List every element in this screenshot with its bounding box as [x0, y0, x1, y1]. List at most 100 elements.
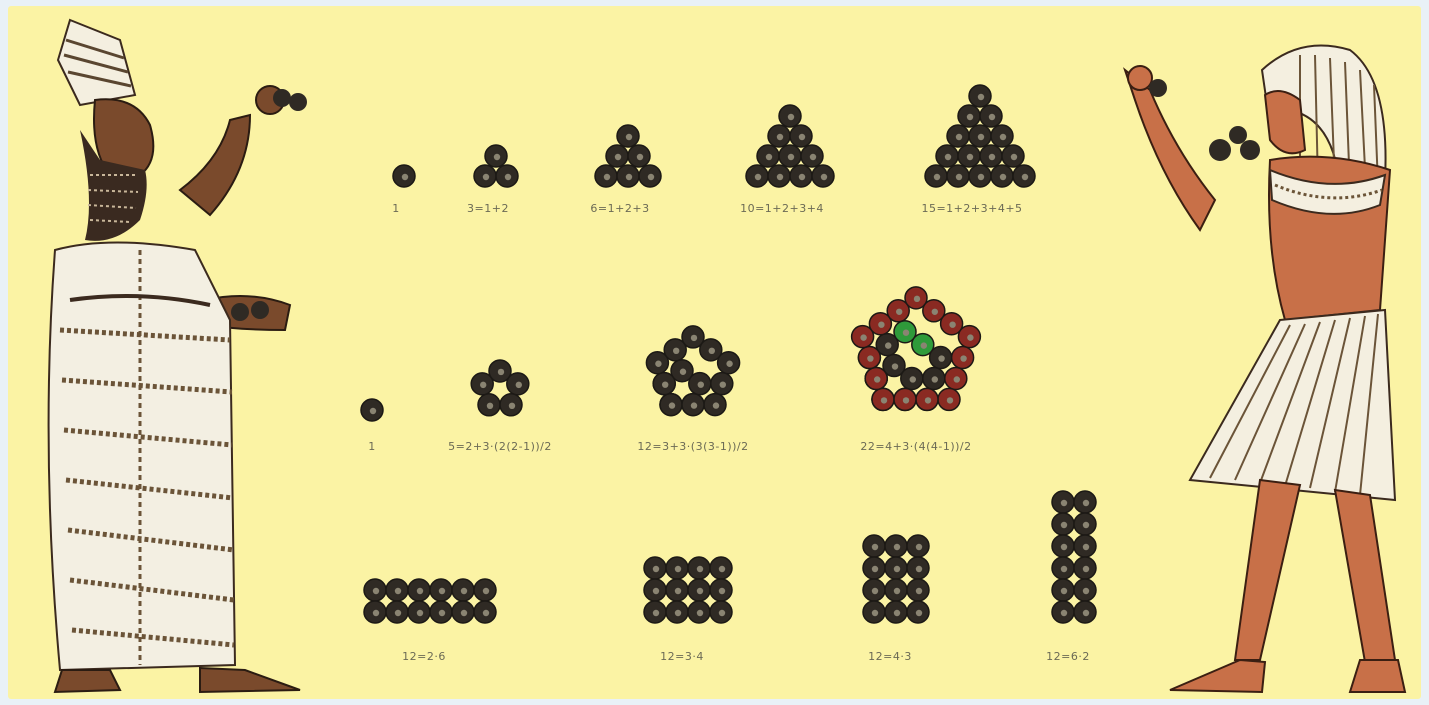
rectangular-counter — [863, 557, 885, 579]
triangular-counter — [980, 105, 1002, 127]
rectangular-counter — [666, 557, 688, 579]
rectangular-counter — [1052, 491, 1074, 513]
triangular-counter — [1002, 145, 1024, 167]
rectangular-counter — [885, 601, 907, 623]
rectangular-counter — [1052, 579, 1074, 601]
triangular-counter — [768, 125, 790, 147]
rectangular-counter — [408, 601, 430, 623]
rectangular-counter — [863, 535, 885, 557]
triangular-counter — [628, 145, 650, 167]
rectangular-caption: 12=4·3 — [868, 650, 912, 663]
pentagonal-counter — [507, 373, 529, 395]
rectangular-counter — [710, 601, 732, 623]
triangular-counter — [790, 165, 812, 187]
rectangular-counter — [907, 579, 929, 601]
pentagonal-counter — [958, 326, 980, 348]
triangular-caption: 10=1+2+3+4 — [740, 202, 824, 215]
rectangular-counter — [430, 579, 452, 601]
rectangular-counter — [863, 601, 885, 623]
triangular-caption: 3=1+2 — [467, 202, 509, 215]
pentagonal-counter — [500, 394, 522, 416]
rectangular-caption: 12=2·6 — [402, 650, 446, 663]
pentagonal-counter — [478, 394, 500, 416]
pentagonal-counter — [945, 367, 967, 389]
triangular-counter — [991, 165, 1013, 187]
triangular-counter — [617, 165, 639, 187]
rectangular-counter — [408, 579, 430, 601]
rectangular-counter — [1074, 557, 1096, 579]
triangular-counter — [969, 165, 991, 187]
rectangular-counter — [710, 579, 732, 601]
triangular-counter — [757, 145, 779, 167]
rectangular-counter — [644, 601, 666, 623]
rectangular-counter — [1074, 579, 1096, 601]
rectangular-counter — [1052, 513, 1074, 535]
rectangular-counter — [666, 579, 688, 601]
pentagonal-counter — [682, 394, 704, 416]
pentagonal-counter — [916, 388, 938, 410]
triangular-counter — [595, 165, 617, 187]
triangular-counter — [991, 125, 1013, 147]
triangular-counter — [485, 145, 507, 167]
rectangular-counter — [710, 557, 732, 579]
triangular-caption: 6=1+2+3 — [590, 202, 649, 215]
pentagonal-counter — [923, 367, 945, 389]
triangular-counter — [947, 125, 969, 147]
rectangular-counter — [474, 579, 496, 601]
rectangular-caption: 12=3·4 — [660, 650, 704, 663]
rectangular-counter — [907, 535, 929, 557]
triangular-counter — [980, 145, 1002, 167]
pentagonal-counter — [718, 352, 740, 374]
pentagonal-caption: 1 — [368, 440, 376, 453]
triangular-counter — [746, 165, 768, 187]
rectangular-counter — [907, 601, 929, 623]
rectangular-counter — [474, 601, 496, 623]
pentagonal-counter — [704, 394, 726, 416]
pentagonal-caption: 22=4+3·(4(4-1))/2 — [860, 440, 971, 453]
pentagonal-counter — [872, 388, 894, 410]
rectangular-counter — [688, 601, 710, 623]
rectangular-counter — [1074, 491, 1096, 513]
pentagonal-caption: 12=3+3·(3(3-1))/2 — [637, 440, 748, 453]
triangular-counter — [958, 105, 980, 127]
triangular-counter — [639, 165, 661, 187]
triangular-counter — [812, 165, 834, 187]
pentagonal-counter — [865, 367, 887, 389]
triangular-counter — [969, 85, 991, 107]
rectangular-counter — [1052, 535, 1074, 557]
pentagonal-caption: 5=2+3·(2(2-1))/2 — [448, 440, 552, 453]
triangular-counter — [936, 145, 958, 167]
rectangular-counter — [452, 601, 474, 623]
triangular-counter — [606, 145, 628, 167]
counter-arrangements — [361, 85, 1096, 623]
rectangular-counter — [452, 579, 474, 601]
triangular-counter — [790, 125, 812, 147]
triangular-counter — [969, 125, 991, 147]
rectangular-counter — [666, 601, 688, 623]
assyrian-figure-icon — [49, 20, 307, 692]
rectangular-counter — [1052, 601, 1074, 623]
pentagonal-counter — [660, 394, 682, 416]
triangular-counter — [393, 165, 415, 187]
egyptian-figure-icon — [1125, 46, 1405, 693]
rectangular-counter — [364, 579, 386, 601]
pentagonal-counter — [361, 399, 383, 421]
rectangular-counter — [1074, 513, 1096, 535]
rectangular-counter — [1074, 535, 1096, 557]
triangular-caption: 15=1+2+3+4+5 — [921, 202, 1022, 215]
rectangular-counter — [885, 557, 907, 579]
triangular-counter — [779, 105, 801, 127]
triangular-counter — [801, 145, 823, 167]
rectangular-counter — [644, 557, 666, 579]
pentagonal-counter — [858, 347, 880, 369]
rectangular-counter — [386, 579, 408, 601]
triangular-counter — [768, 165, 790, 187]
triangular-counter — [779, 145, 801, 167]
triangular-counter — [617, 125, 639, 147]
triangular-counter — [1013, 165, 1035, 187]
triangular-counter — [496, 165, 518, 187]
triangular-counter — [947, 165, 969, 187]
rectangular-counter — [688, 557, 710, 579]
